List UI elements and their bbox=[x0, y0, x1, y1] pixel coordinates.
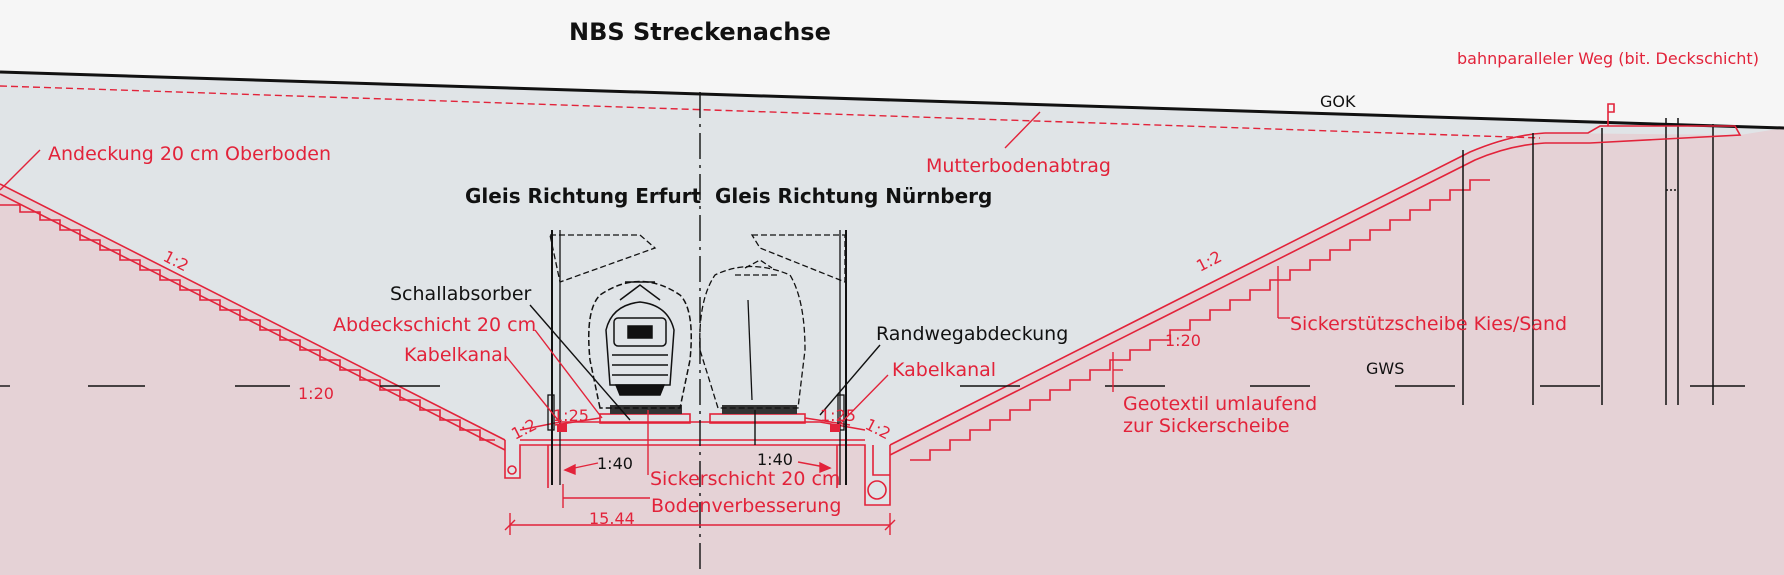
label-width: 15.44 bbox=[589, 509, 635, 528]
page-title: NBS Streckenachse bbox=[569, 18, 831, 46]
catenary bbox=[549, 230, 847, 485]
slope-label-right-track: 1:25 bbox=[820, 406, 856, 425]
label-gleis-nuernberg: Gleis Richtung Nürnberg bbox=[715, 184, 992, 208]
label-mutterbodenabtrag: Mutterbodenabtrag bbox=[926, 155, 1111, 177]
leader-lines bbox=[0, 111, 1290, 475]
slope-label-left-bench: 1:20 bbox=[298, 384, 334, 403]
label-bahnparallel-weg: bahnparalleler Weg (bit. Deckschicht) bbox=[1457, 49, 1759, 68]
slope-label-drain-left: 1:40 bbox=[597, 454, 633, 473]
left-slope bbox=[0, 183, 506, 451]
path-structure bbox=[1545, 103, 1742, 144]
right-slope bbox=[889, 132, 1546, 461]
mutterboden-dashed-line bbox=[0, 85, 1541, 139]
label-gok: GOK bbox=[1320, 92, 1356, 111]
gok-line bbox=[0, 70, 1784, 130]
slope-label-left-track: 1:25 bbox=[553, 406, 589, 425]
drain-arrows bbox=[563, 461, 832, 476]
right-structure bbox=[1462, 118, 1714, 405]
label-andeckung: Andeckung 20 cm Oberboden bbox=[48, 143, 331, 165]
train-nuernberg bbox=[699, 259, 806, 409]
dimensions bbox=[504, 484, 896, 535]
sound-absorbers bbox=[547, 394, 845, 431]
ballast bbox=[610, 405, 797, 414]
label-schallabsorber: Schallabsorber bbox=[390, 283, 532, 305]
slope-label-drain-right: 1:40 bbox=[757, 450, 793, 469]
label-geotextil-2: zur Sickerscheibe bbox=[1123, 415, 1290, 437]
label-gws: GWS bbox=[1366, 359, 1404, 378]
label-kabelkanal-left: Kabelkanal bbox=[404, 344, 508, 366]
slope-label-right-bench: 1:20 bbox=[1165, 331, 1201, 350]
label-randwegabdeckung: Randwegabdeckung bbox=[876, 323, 1068, 345]
label-geotextil-1: Geotextil umlaufend bbox=[1123, 393, 1317, 415]
label-sickerschicht: Sickerschicht 20 cm bbox=[650, 468, 840, 490]
label-kabelkanal-right: Kabelkanal bbox=[892, 359, 996, 381]
cut-area bbox=[0, 72, 1784, 505]
train-erfurt bbox=[588, 280, 692, 409]
label-abdeckschicht: Abdeckschicht 20 cm bbox=[333, 314, 536, 336]
label-sickerstuetzscheibe: Sickerstützscheibe Kies/Sand bbox=[1290, 313, 1567, 335]
cable-ducts bbox=[557, 424, 840, 432]
label-bodenverbesserung: Bodenverbesserung bbox=[651, 495, 841, 517]
label-gleis-erfurt: Gleis Richtung Erfurt bbox=[465, 184, 702, 208]
trench-bottom bbox=[504, 421, 891, 506]
